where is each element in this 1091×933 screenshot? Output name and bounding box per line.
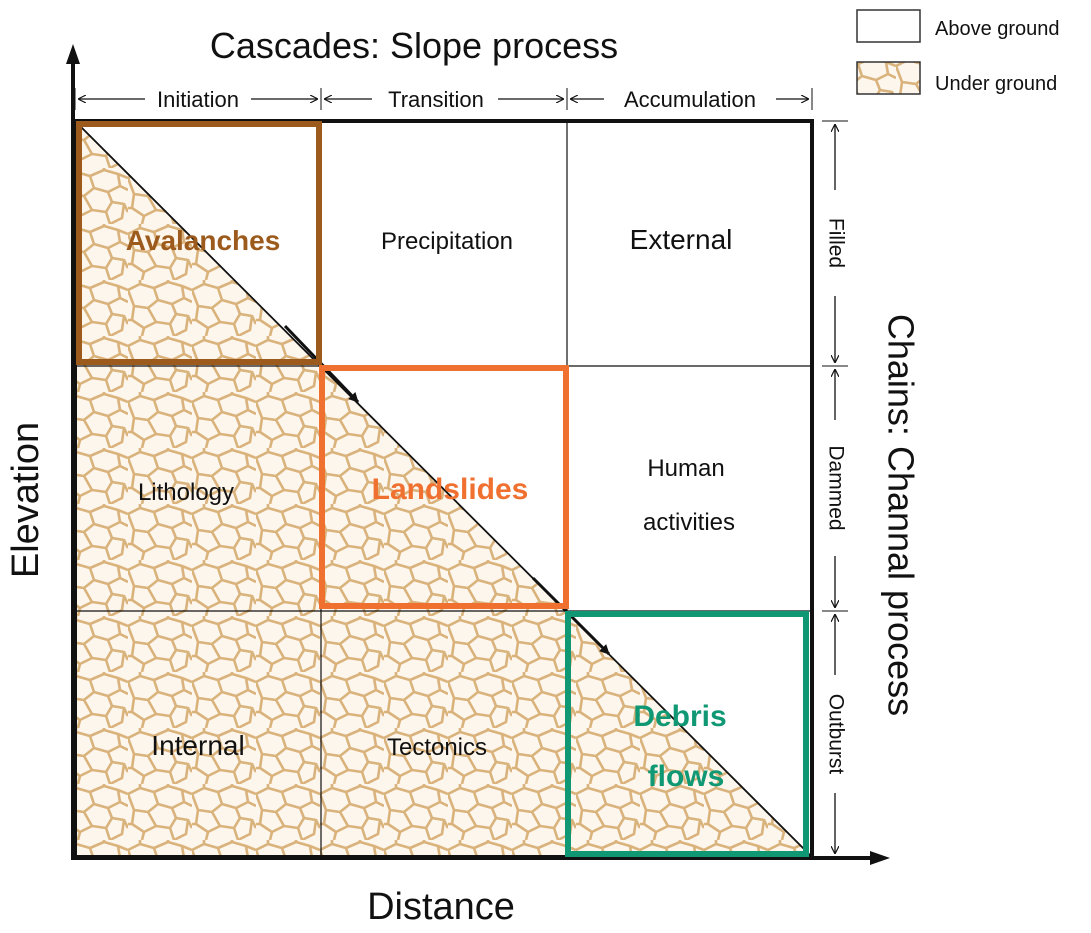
cell-human: Human [647,455,724,482]
y-axis-arrowhead [66,44,80,64]
cell-lithology: Lithology [138,479,234,506]
debris-flows-box [565,611,809,857]
column-label-initiation: Initiation [157,87,239,112]
x-axis-arrowhead [870,851,890,865]
cell-external: External [630,224,733,255]
cell-labels: Precipitation External Lithology Human a… [138,224,735,761]
cell-internal: Internal [151,730,244,761]
row-headers: Filled Dammed Outburst [822,120,848,858]
row-label-dammed: Dammed [824,445,847,530]
row-label-filled: Filled [824,218,847,268]
legend: Above ground Under ground [856,9,1060,95]
cell-precipitation: Precipitation [381,228,513,255]
legend-label-above: Above ground [935,18,1060,40]
y-axis-label: Elevation [5,422,47,578]
landslides-label: Landslides [372,473,529,506]
diagram-title: Cascades: Slope process [210,25,618,66]
avalanches-label: Avalanches [126,225,281,256]
axes: Distance Elevation [5,44,890,928]
legend-swatch-above [856,9,921,43]
column-headers: Initiation Transition Accumulation [74,87,813,112]
ground-surface-diagonal [74,120,813,858]
column-label-accumulation: Accumulation [624,87,756,112]
legend-label-under: Under ground [935,73,1057,95]
legend-swatch-under [856,61,921,95]
landslides-box [319,365,569,609]
column-label-transition: Transition [388,87,484,112]
debris-label-line1: Debris [633,700,726,733]
cell-tectonics: Tectonics [387,734,487,761]
row-label-outburst: Outburst [824,694,847,775]
avalanches-box [76,121,322,365]
right-axis-label: Chains: Channal process [880,314,921,716]
x-axis-label: Distance [367,886,515,928]
hazard-boxes: Avalanches Landslides Debris flows [76,121,809,857]
debris-label-line2: flows [648,760,725,793]
cell-activities: activities [643,509,735,536]
